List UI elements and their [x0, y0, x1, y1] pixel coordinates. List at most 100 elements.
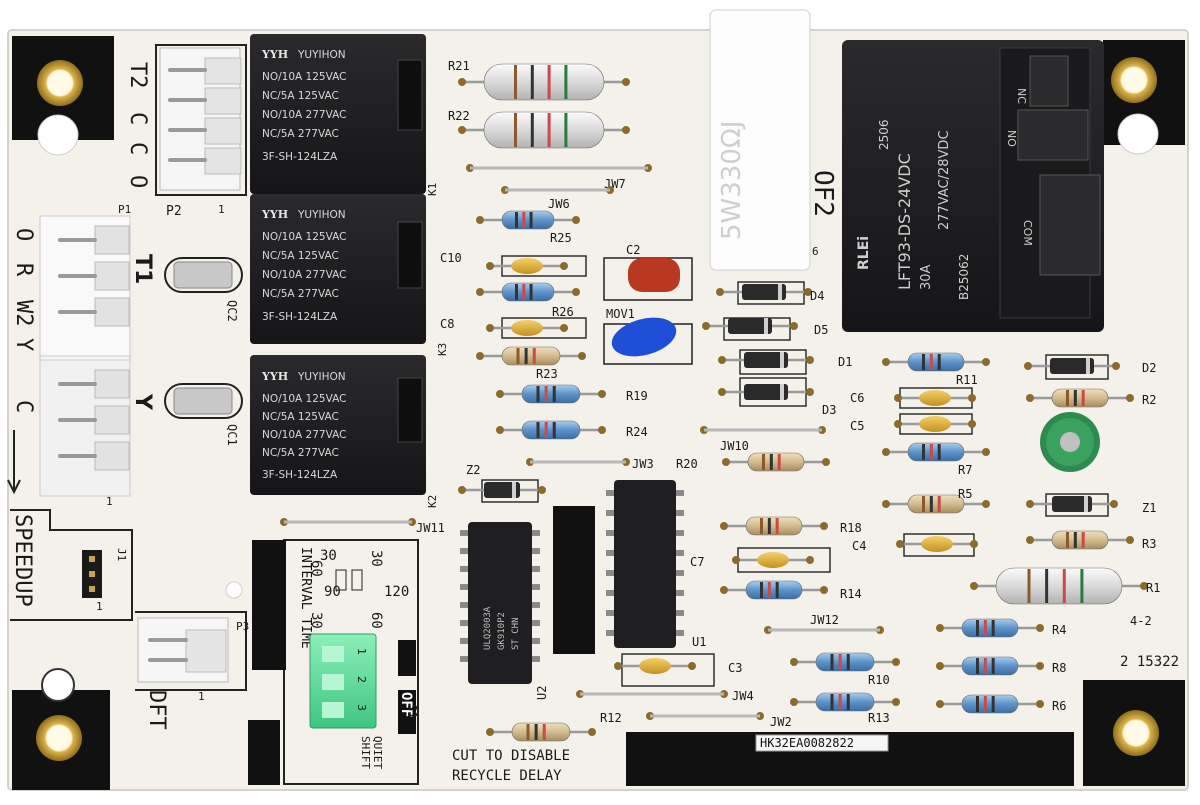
p2-label: P2 — [166, 204, 182, 219]
power-resistor — [709, 9, 811, 271]
part-number-sticker — [755, 734, 889, 752]
mov1-varistor — [611, 317, 677, 357]
qc2-label: QC2 — [225, 300, 239, 322]
label-r14: R14 — [840, 587, 862, 601]
diode-d2 — [1050, 358, 1094, 374]
power-resistor-value: 5W330ΩJ — [717, 121, 747, 240]
capacitor-c4 — [921, 536, 953, 552]
dip-switch-1[interactable] — [322, 646, 344, 662]
resistor-r23 — [501, 346, 561, 366]
k1-label: K1 — [426, 183, 439, 196]
svg-text:NC/5A 125VAC: NC/5A 125VAC — [262, 250, 339, 262]
relay-terminal-nc[interactable] — [1029, 55, 1069, 107]
relay-k2: YYH YUYIHON NO/10A 125VAC NC/5A 125VAC N… — [250, 355, 426, 495]
resistor-r2 — [1051, 388, 1109, 408]
resistor-r7 — [907, 442, 965, 462]
c2-label: C2 — [626, 243, 640, 257]
axial-components: R21R22JW7JW6R25C10C8R26R23R19R24JW3JW11Z… — [280, 59, 1160, 742]
speedup-label: SPEEDUP — [10, 514, 35, 607]
label-r19: R19 — [626, 389, 648, 403]
label-r20: R20 — [676, 457, 698, 471]
terminal-t1[interactable] — [173, 261, 233, 289]
ground-pad — [248, 720, 280, 785]
svg-text:NO/10A 277VAC: NO/10A 277VAC — [262, 109, 346, 121]
label-r13: R13 — [868, 711, 890, 725]
u2-line1: ULQ2003A — [483, 606, 493, 650]
p1-pin1: 1 — [106, 495, 113, 508]
contact-no-label: NO — [1005, 130, 1018, 147]
label-r5: R5 — [958, 487, 972, 501]
label-d5: D5 — [814, 323, 828, 337]
label-r4: R4 — [1052, 623, 1066, 637]
label-c4: C4 — [852, 539, 866, 553]
dip-pos-1: 1 — [355, 648, 368, 655]
p1-label: P1 — [118, 203, 131, 216]
interval-time-label: INTERVAL TIME — [298, 547, 313, 649]
mov1-label: MOV1 — [606, 307, 635, 321]
relay-terminal-com[interactable] — [1039, 174, 1101, 276]
label-r2: R2 — [1142, 393, 1156, 407]
resistor-r20 — [747, 452, 805, 472]
k2-label: K2 — [426, 495, 439, 508]
relay-terminal-no[interactable] — [1017, 109, 1089, 161]
ic-u2 — [468, 522, 532, 684]
terminal-y[interactable] — [173, 387, 233, 415]
svg-text:NO/10A 277VAC: NO/10A 277VAC — [262, 269, 346, 281]
label-d4: D4 — [810, 289, 824, 303]
capacitor-c7 — [757, 552, 789, 568]
quiet-label: QUIET — [371, 736, 384, 769]
small-hole — [225, 581, 243, 599]
p3-label: P3 — [236, 620, 249, 633]
svg-text:3F-SH-124LZA: 3F-SH-124LZA — [262, 151, 338, 163]
capacitor-c5 — [919, 416, 951, 432]
capacitor-c2 — [628, 258, 680, 292]
label-d2: D2 — [1142, 361, 1156, 375]
dip-switch-3[interactable] — [322, 702, 344, 718]
svg-text:NO/10A 277VAC: NO/10A 277VAC — [262, 429, 346, 441]
dip-off-label: OFF — [398, 692, 414, 717]
p3-pin1: 1 — [198, 690, 205, 703]
svg-text:NO/10A 125VAC: NO/10A 125VAC — [262, 231, 346, 243]
label-jw10: JW10 — [720, 439, 749, 453]
qc1-label: QC1 — [225, 424, 239, 446]
label-r8: R8 — [1052, 661, 1066, 675]
label-jw2: JW2 — [770, 715, 792, 729]
j1-pin1: 1 — [96, 600, 103, 613]
svg-text:YYH: YYH — [261, 208, 288, 221]
contact-com-label: COM — [1021, 220, 1034, 246]
capacitor-c10 — [511, 258, 543, 274]
svg-text:C: C — [11, 400, 36, 413]
resistor-r6 — [961, 694, 1019, 714]
svg-text:O: O — [125, 175, 150, 188]
resistor-r4 — [961, 618, 1019, 638]
interval-120: 120 — [384, 584, 409, 600]
label-d3: D3 — [822, 403, 836, 417]
zener-z1 — [1052, 496, 1092, 512]
diode-d3 — [744, 384, 788, 400]
svg-text:NO/10A 125VAC: NO/10A 125VAC — [262, 393, 346, 405]
p2-pin1: 1 — [218, 203, 225, 216]
dip-pos-3: 3 — [355, 704, 368, 711]
label-jw11: JW11 — [416, 521, 445, 535]
power-relay-rating-a: 30A — [919, 264, 934, 290]
resistor-r8 — [961, 656, 1019, 676]
resistor-r13 — [815, 692, 875, 712]
svg-text:3F-SH-124LZA: 3F-SH-124LZA — [262, 469, 338, 481]
svg-text:YYH: YYH — [261, 48, 288, 61]
label-c3: C3 — [728, 661, 742, 675]
p1-pin-labels: O R W2 Y C — [11, 228, 36, 413]
resistor-r26-top — [501, 282, 555, 302]
power-relay-code: 2506 — [877, 119, 891, 150]
resistor-r11 — [907, 352, 965, 372]
label-r1: R1 — [1146, 581, 1160, 595]
shift-label: SHIFT — [359, 736, 372, 769]
label-jw6: JW6 — [548, 197, 570, 211]
d6-partial-label: 6 — [812, 245, 819, 258]
part-number-text: HK32EA0082822 — [760, 736, 854, 750]
dip-switch-2[interactable] — [322, 674, 344, 690]
label-r24: R24 — [626, 425, 648, 439]
label-r18: R18 — [840, 521, 862, 535]
interval-grid-30a: 30 — [368, 550, 384, 567]
resistor-r24 — [521, 420, 581, 440]
